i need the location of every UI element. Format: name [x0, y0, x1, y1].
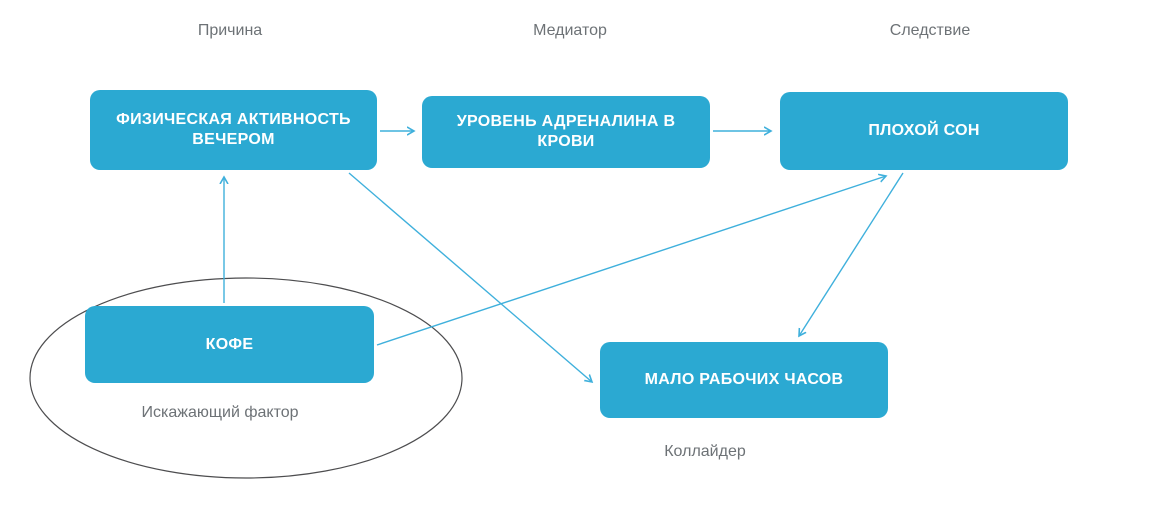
arrow-activity-to-few-work-hours [348, 172, 592, 382]
node-few-work-hours: МАЛО РАБОЧИХ ЧАСОВ [600, 342, 888, 418]
arrow-bad-sleep-to-few-work-hours [799, 172, 904, 336]
node-physical-activity: ФИЗИЧЕСКАЯ АКТИВНОСТЬ ВЕЧЕРОМ [90, 90, 377, 170]
node-physical-activity-label: ФИЗИЧЕСКАЯ АКТИВНОСТЬ ВЕЧЕРОМ [116, 111, 351, 148]
node-adrenaline-level: УРОВЕНЬ АДРЕНАЛИНА В КРОВИ [422, 96, 710, 168]
arrow-coffee-to-bad-sleep [376, 176, 886, 346]
node-few-work-hours-label: МАЛО РАБОЧИХ ЧАСОВ [644, 371, 844, 388]
confounder-ellipse [29, 277, 463, 479]
node-coffee: КОФЕ [85, 306, 374, 383]
column-label-mediator: Медиатор [533, 22, 607, 39]
node-bad-sleep-label: ПЛОХОЙ СОН [868, 122, 980, 139]
node-adrenaline-level-label: УРОВЕНЬ АДРЕНАЛИНА В КРОВИ [456, 113, 676, 150]
collider-label: Коллайдер [664, 443, 746, 460]
node-coffee-label: КОФЕ [205, 335, 254, 353]
column-label-effect: Следствие [889, 22, 971, 39]
confounder-label: Искажающий фактор [141, 404, 299, 421]
node-bad-sleep: ПЛОХОЙ СОН [780, 92, 1068, 170]
column-label-cause: Причина [197, 22, 263, 39]
